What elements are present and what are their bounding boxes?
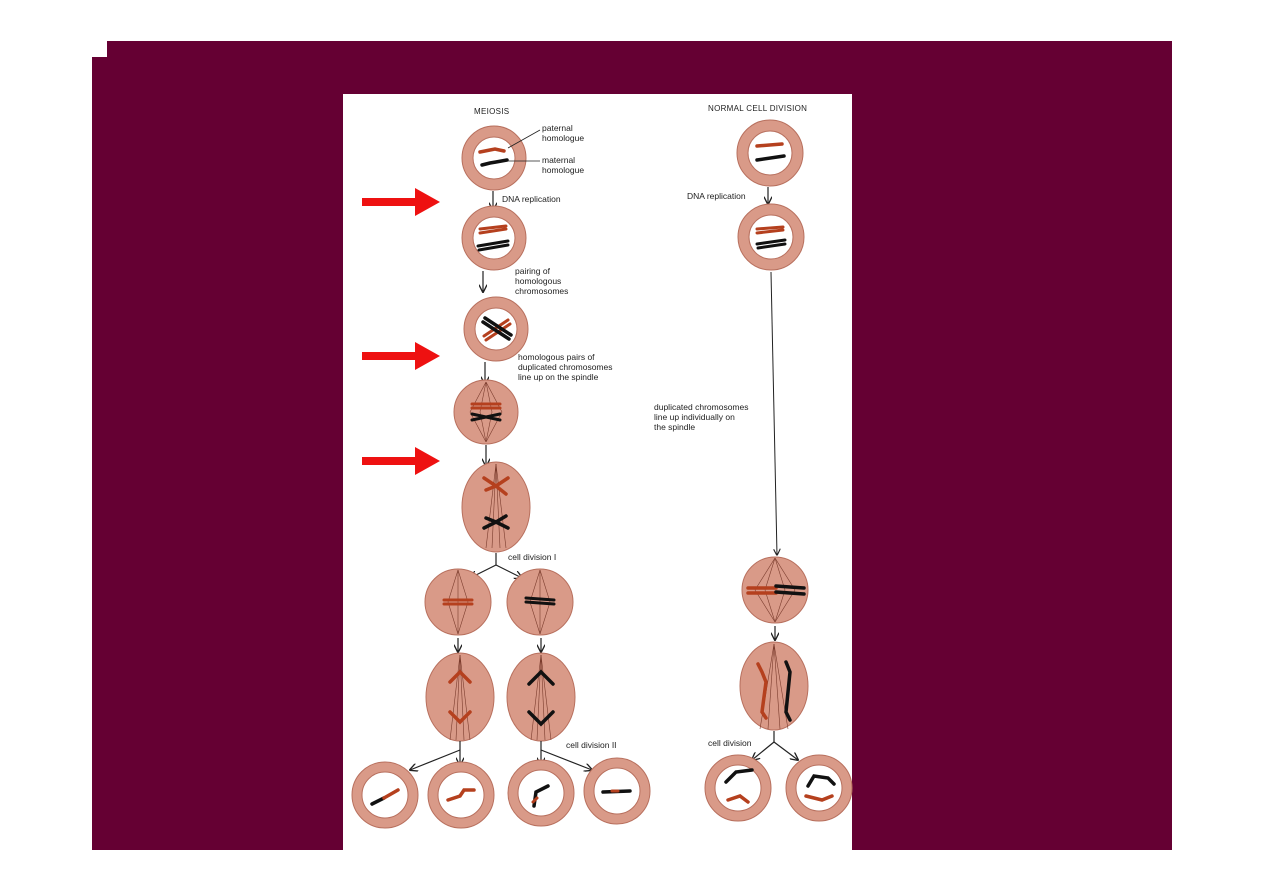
- metaphase-two-cell-left: [424, 568, 492, 636]
- replicated-cell: [461, 205, 527, 271]
- normal-interphase-cell: [736, 119, 804, 187]
- normal-anaphase-cell: [739, 641, 809, 731]
- cell-division-one-label: cell division I: [508, 552, 557, 562]
- gamete-cell: [507, 759, 575, 827]
- normal-replicated-cell: [737, 203, 805, 271]
- slide-background-top: [107, 41, 1172, 61]
- pairing-label: pairing of homologous chromosomes: [515, 266, 569, 296]
- interphase-cell: [461, 125, 541, 191]
- line-up-individually-label: duplicated chromosomes line up individua…: [654, 402, 749, 432]
- line-up-label: homologous pairs of duplicated chromosom…: [518, 352, 613, 382]
- red-pointer-arrow: [362, 447, 440, 475]
- red-pointer-arrow: [362, 188, 440, 216]
- anaphase-two-cell-left: [425, 652, 495, 742]
- dna-replication-label: DNA replication: [502, 194, 561, 204]
- normal-metaphase-cell: [741, 556, 809, 624]
- normal-division-heading: NORMAL CELL DIVISION: [708, 104, 808, 113]
- normal-daughter-cell: [704, 754, 772, 822]
- gamete-cell: [583, 757, 651, 825]
- meiosis-heading: MEIOSIS: [474, 107, 510, 116]
- maternal-label: maternal homologue: [542, 155, 585, 175]
- anaphase-one-cell: [461, 461, 531, 553]
- paired-chromosomes-cell: [463, 296, 529, 362]
- red-pointer-arrow: [362, 342, 440, 370]
- anaphase-two-cell-right: [506, 652, 576, 742]
- gamete-cell: [351, 761, 419, 829]
- paternal-label: paternal homologue: [542, 123, 585, 143]
- metaphase-one-cell: [453, 379, 519, 445]
- metaphase-two-cell-right: [506, 568, 574, 636]
- normal-dna-replication-label: DNA replication: [687, 191, 746, 201]
- cell-division-two-label: cell division II: [566, 740, 617, 750]
- cell-division-label: cell division: [708, 738, 752, 748]
- gamete-cell: [427, 761, 495, 829]
- normal-daughter-cell: [785, 754, 853, 822]
